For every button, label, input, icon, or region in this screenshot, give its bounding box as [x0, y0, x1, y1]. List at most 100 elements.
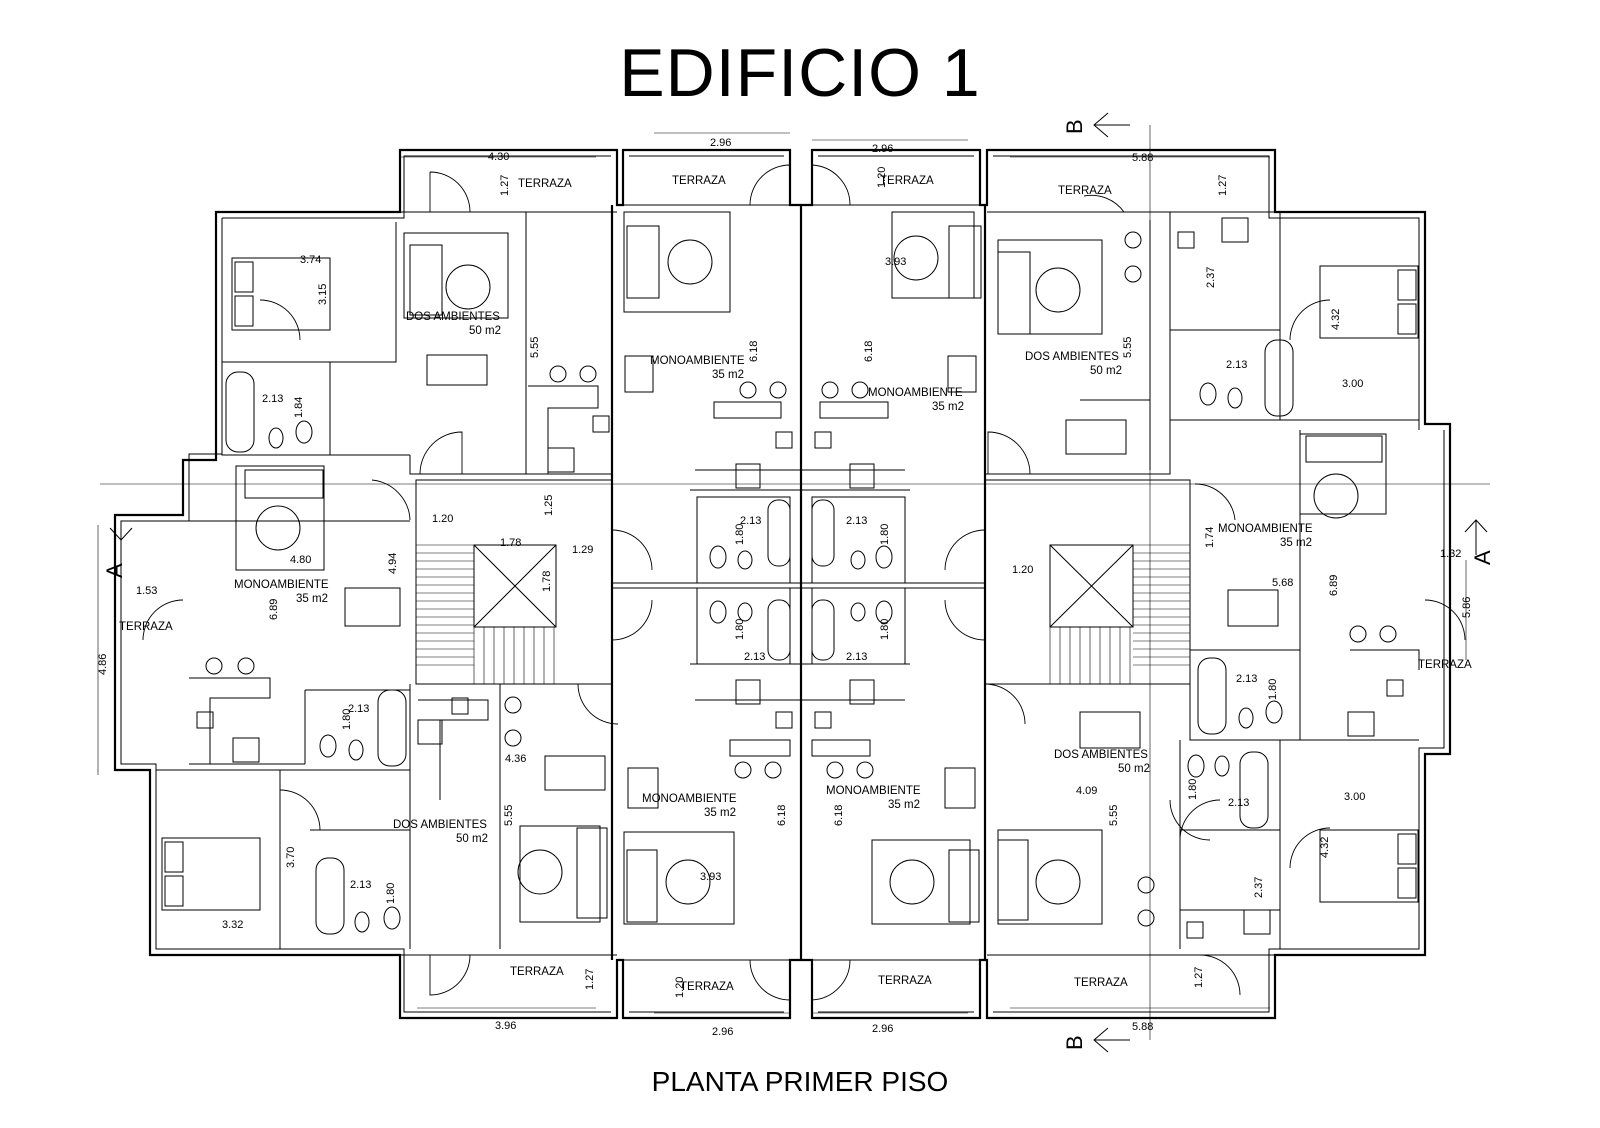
terrace-label: TERRAZA: [680, 981, 734, 993]
dim-mc-2: 1.80: [734, 524, 746, 545]
dim-ul-1: 3.74: [300, 254, 321, 266]
dim-ll-7: 2.13: [350, 879, 371, 891]
unit-name: DOS AMBIENTES: [1054, 749, 1148, 761]
dim-top-5: 1.27: [499, 175, 511, 196]
dim-ml-5: 1.78: [541, 571, 553, 592]
dim-mc-4: 1.80: [879, 524, 891, 545]
dim-top-4: 5.88: [1132, 152, 1153, 164]
dim-ll-5: 3.70: [285, 847, 297, 868]
dim-mc-6: 2.13: [744, 651, 765, 663]
dim-lc-3: 3.93: [700, 871, 721, 883]
dim-bottom-6: 1.20: [674, 977, 686, 998]
dim-top-6: 1.20: [876, 167, 888, 188]
furniture: [161, 211, 1420, 939]
section-lines: B B A A: [100, 112, 1495, 1053]
unit-area: 35 m2: [888, 799, 920, 811]
dim-lr-5: 3.00: [1344, 791, 1365, 803]
terrace-label: TERRAZA: [518, 178, 572, 190]
dim-ml-1: 1.20: [432, 513, 453, 525]
terrace-label: TERRAZA: [880, 175, 934, 187]
terrace-label: TERRAZA: [878, 975, 932, 987]
dim-lr-4: 2.13: [1228, 797, 1249, 809]
dim-bottom-3: 2.96: [872, 1023, 893, 1035]
dim-lr-6: 4.32: [1319, 837, 1331, 858]
unit-name: DOS AMBIENTES: [406, 311, 500, 323]
dim-lr-3: 1.80: [1187, 779, 1199, 800]
dimension-labels: 2.96 4.30 2.96 5.88 1.27 1.20 1.27 3.96 …: [97, 137, 1473, 1038]
terrace-labels: TERRAZA TERRAZA TERRAZA TERRAZA TERRAZA …: [119, 175, 1472, 993]
dim-mr-3: 5.68: [1272, 577, 1293, 589]
doors: [142, 164, 1466, 1001]
dim-ur-5: 3.00: [1342, 378, 1363, 390]
unit-name: MONOAMBIENTE: [650, 355, 745, 367]
dim-bottom-4: 5.88: [1132, 1021, 1153, 1033]
terrace-label: TERRAZA: [1058, 185, 1112, 197]
dim-ll-2: 2.13: [348, 703, 369, 715]
plan-caption: PLANTA PRIMER PISO: [651, 1066, 949, 1097]
dim-ml-2: 1.25: [543, 495, 555, 516]
unit-name: MONOAMBIENTE: [826, 785, 921, 797]
dim-mr-1: 1.20: [1012, 564, 1033, 576]
terrace-label: TERRAZA: [119, 621, 173, 633]
dim-ur-2: 2.37: [1205, 267, 1217, 288]
dim-mr-6: 5.86: [1461, 597, 1473, 618]
dim-mc-3: 2.13: [846, 515, 867, 527]
dim-top-2: 4.30: [488, 151, 509, 163]
dimension-lines: [97, 132, 1467, 1014]
section-b-bottom-label: B: [1062, 1035, 1087, 1050]
unit-name: MONOAMBIENTE: [642, 793, 737, 805]
dim-top-7: 1.27: [1217, 175, 1229, 196]
unit-area: 50 m2: [1090, 365, 1122, 377]
dim-ll-4: 5.55: [503, 805, 515, 826]
dim-top-1: 2.96: [710, 137, 731, 149]
dim-ml-7: 4.94: [387, 553, 399, 574]
dim-mr-2: 1.74: [1204, 527, 1216, 548]
unit-area: 35 m2: [712, 369, 744, 381]
dim-ml-8: 6.89: [268, 599, 280, 620]
dim-mc-5: 1.80: [734, 619, 746, 640]
dim-ml-3: 1.78: [500, 537, 521, 549]
dim-mc-1: 2.13: [740, 515, 761, 527]
dim-ll-3: 4.36: [505, 753, 526, 765]
dim-mc-7: 1.80: [879, 619, 891, 640]
interior-walls: [156, 204, 1419, 961]
dim-ml-4: 1.29: [572, 544, 593, 556]
dim-mr-8: 2.13: [1236, 673, 1257, 685]
dim-lc-2: 6.18: [833, 805, 845, 826]
unit-name: DOS AMBIENTES: [1025, 351, 1119, 363]
terrace-label: TERRAZA: [672, 175, 726, 187]
section-a-left-label: A: [102, 563, 127, 578]
unit-name: MONOAMBIENTE: [1218, 523, 1313, 535]
dim-ml-10: 4.86: [97, 654, 109, 675]
dim-mr-7: 1.80: [1267, 679, 1279, 700]
dim-ur-1: 5.55: [1122, 337, 1134, 358]
dim-ll-6: 3.32: [222, 919, 243, 931]
unit-area: 50 m2: [1118, 763, 1150, 775]
dim-ul-3: 5.55: [529, 337, 541, 358]
dim-uc-3: 3.93: [885, 256, 906, 268]
section-a-right-label: A: [1470, 550, 1495, 565]
dim-bottom-7: 1.27: [1193, 967, 1205, 988]
dim-top-3: 2.96: [872, 143, 893, 155]
dim-ul-4: 2.13: [262, 393, 283, 405]
unit-area: 50 m2: [456, 833, 488, 845]
dim-lc-1: 6.18: [776, 805, 788, 826]
terrace-label: TERRAZA: [1418, 659, 1472, 671]
dim-bottom-1: 3.96: [495, 1020, 516, 1032]
dim-uc-2: 6.18: [863, 341, 875, 362]
unit-area: 35 m2: [704, 807, 736, 819]
dim-ul-5: 1.84: [293, 397, 305, 418]
page-title: EDIFICIO 1: [619, 35, 981, 111]
dim-ur-3: 2.13: [1226, 359, 1247, 371]
dim-bottom-2: 2.96: [712, 1026, 733, 1038]
dim-ll-8: 1.80: [385, 883, 397, 904]
central-bathrooms: [696, 496, 906, 665]
dim-mc-8: 2.13: [846, 651, 867, 663]
unit-area: 50 m2: [469, 325, 501, 337]
dim-mr-4: 6.89: [1328, 575, 1340, 596]
unit-area: 35 m2: [296, 593, 328, 605]
dim-lr-1: 4.09: [1076, 785, 1097, 797]
terrace-label: TERRAZA: [510, 966, 564, 978]
dim-mr-5: 1.32: [1440, 548, 1461, 560]
